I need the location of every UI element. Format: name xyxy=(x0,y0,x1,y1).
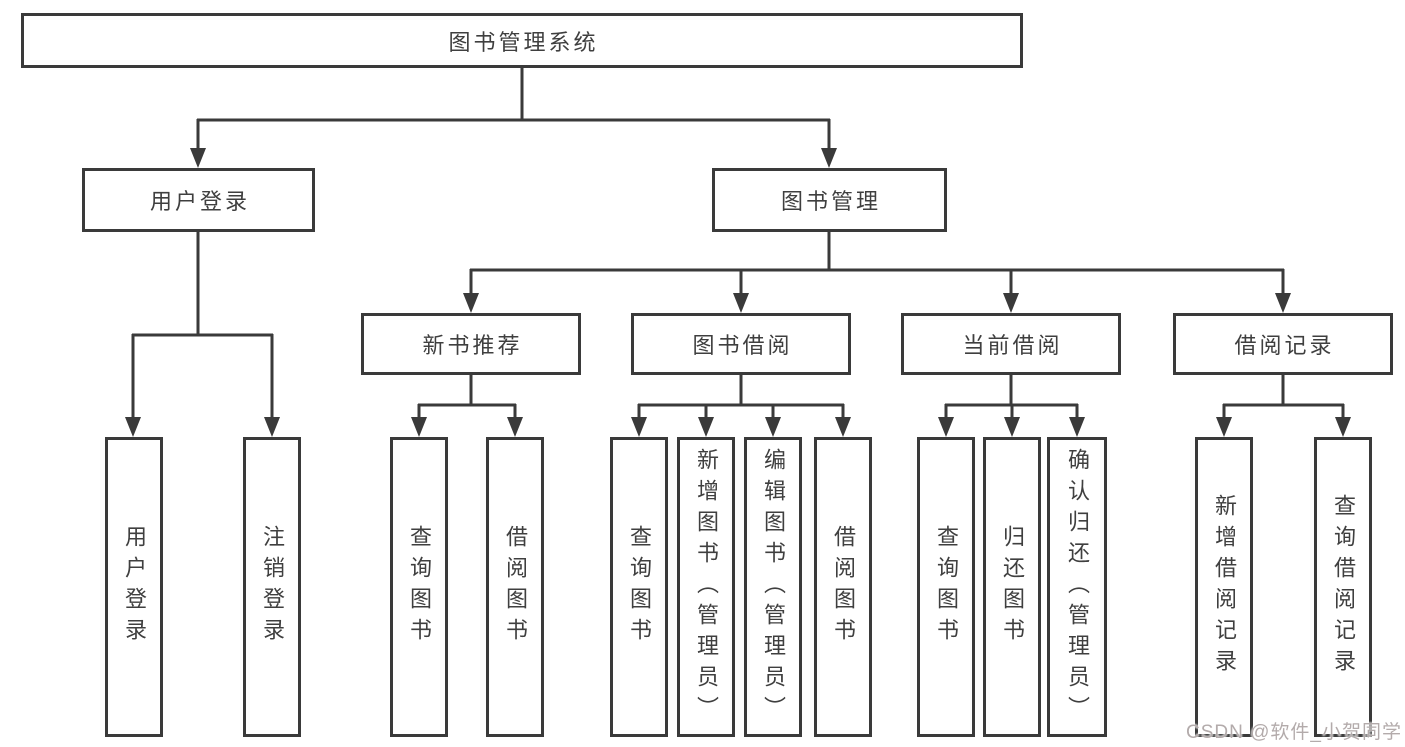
arrowhead xyxy=(507,417,523,437)
leaf-user-login: 用户登录 xyxy=(105,437,163,737)
leaf-return-books: 归还图书 xyxy=(983,437,1041,737)
arrowhead xyxy=(1004,417,1020,437)
connector-book-borrow-children xyxy=(631,375,851,437)
node-system-root: 图书管理系统 xyxy=(21,13,1023,68)
node-current-borrow: 当前借阅 xyxy=(901,313,1121,375)
arrowhead xyxy=(264,417,280,437)
leaf-query-books-current: 查询图书 xyxy=(917,437,975,737)
csdn-watermark: CSDN @软件_小贺同学 xyxy=(1186,722,1402,743)
leaf-confirm-return-admin: 确认归还（管理员） xyxy=(1047,437,1107,737)
connector-borrow-records-children xyxy=(1216,375,1351,437)
arrowhead xyxy=(698,417,714,437)
leaf-query-books-borrow: 查询图书 xyxy=(610,437,668,737)
leaf-borrow-books-recommend: 借阅图书 xyxy=(486,437,544,737)
node-borrow-records: 借阅记录 xyxy=(1173,313,1393,375)
arrowhead xyxy=(1216,417,1232,437)
arrowhead xyxy=(1069,417,1085,437)
connector-user-login-children xyxy=(125,232,280,437)
arrowhead xyxy=(1275,293,1291,313)
arrowhead xyxy=(1335,417,1351,437)
arrowhead xyxy=(938,417,954,437)
arrowhead xyxy=(463,293,479,313)
connector-book-mgmt-children xyxy=(463,232,1291,313)
leaf-edit-books-admin: 编辑图书（管理员） xyxy=(744,437,802,737)
node-new-book-recommend: 新书推荐 xyxy=(361,313,581,375)
leaf-borrow-books: 借阅图书 xyxy=(814,437,872,737)
arrowhead xyxy=(733,293,749,313)
arrowhead xyxy=(190,148,206,168)
leaf-add-books-admin: 新增图书（管理员） xyxy=(677,437,735,737)
node-user-login-branch: 用户登录 xyxy=(82,168,315,232)
leaf-query-borrow-record: 查询借阅记录 xyxy=(1314,437,1372,737)
arrowhead xyxy=(631,417,647,437)
connector-new-book-children xyxy=(411,375,523,437)
node-book-borrow: 图书借阅 xyxy=(631,313,851,375)
arrowhead xyxy=(765,417,781,437)
leaf-query-books-recommend: 查询图书 xyxy=(390,437,448,737)
leaf-add-borrow-record: 新增借阅记录 xyxy=(1195,437,1253,737)
arrowhead xyxy=(411,417,427,437)
leaf-logout: 注销登录 xyxy=(243,437,301,737)
node-book-management-branch: 图书管理 xyxy=(712,168,947,232)
connector-root-to-level2 xyxy=(190,68,837,168)
arrowhead xyxy=(821,148,837,168)
arrowhead xyxy=(1003,293,1019,313)
connector-current-borrow-children xyxy=(938,375,1085,437)
arrowhead xyxy=(835,417,851,437)
arrowhead xyxy=(125,417,141,437)
